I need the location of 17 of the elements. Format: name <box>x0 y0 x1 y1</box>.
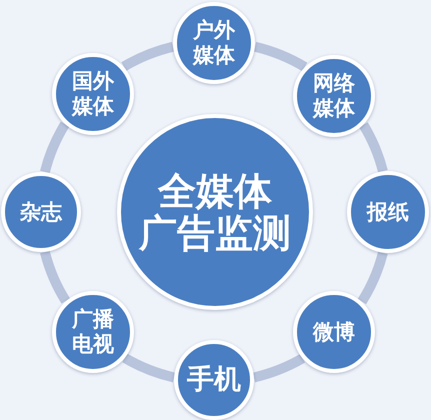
ring-arc <box>254 42 308 72</box>
media-circle: 广播电视 <box>52 291 134 373</box>
ring-arc <box>358 251 388 304</box>
ring-arc <box>40 250 70 304</box>
ring-arc <box>122 42 174 71</box>
ring-arc <box>252 354 305 382</box>
media-circle: 微博 <box>293 291 375 373</box>
ring-arc <box>359 122 388 173</box>
media-circle: 国外媒体 <box>52 53 134 135</box>
media-circle: 杂志 <box>1 172 81 252</box>
media-circle: 网络媒体 <box>293 55 375 137</box>
media-circle: 手机 <box>174 340 254 420</box>
media-circle: 户外媒体 <box>173 2 255 84</box>
ring-arc <box>122 354 176 382</box>
media-circle: 报纸 <box>347 171 429 253</box>
hub-circle: 全媒体广告监测 <box>117 114 313 310</box>
ring-arc <box>40 122 70 174</box>
